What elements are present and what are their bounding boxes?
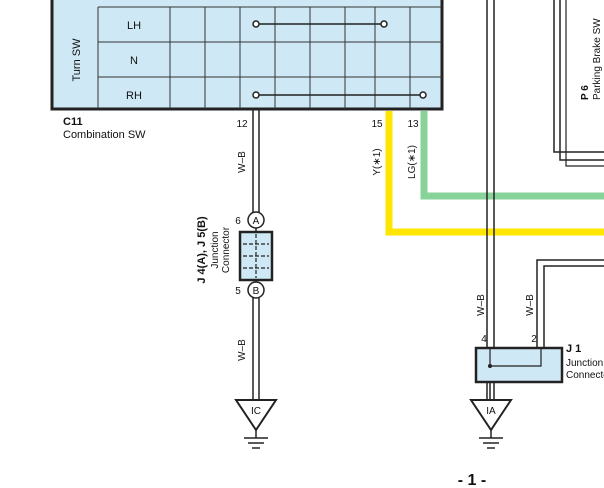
wire-wb-right — [486, 0, 495, 400]
yellow-wire — [385, 111, 604, 236]
terminal-a-label: A — [253, 216, 260, 227]
pin-12: 12 — [236, 119, 248, 130]
switch-body — [50, 0, 444, 111]
j1-pin-4: 4 — [481, 334, 487, 345]
switch-contacts — [252, 20, 427, 99]
j1-name-line2: Connector — [566, 370, 604, 381]
parking-brake-switch: P 6 Parking Brake SW — [553, 0, 604, 167]
wire-wb-j1 — [536, 259, 604, 348]
wire-label-wb-upper: W–B — [237, 151, 248, 173]
terminal-b-label: B — [253, 286, 260, 297]
page-number: - 1 - — [458, 472, 486, 488]
j1-name-line1: Junction — [566, 358, 603, 369]
junction-connector-j1: 4 2 J 1 Junction Connector — [474, 334, 604, 384]
wire-label-lg1: LG(∗1) — [407, 145, 418, 179]
turn-sw-label: Turn SW — [71, 38, 83, 82]
parking-brake-code: P 6 — [580, 85, 591, 100]
row-label-n: N — [130, 55, 138, 67]
combination-switch: Turn SW LH N RH C11 Combination SW 12 15… — [50, 0, 444, 141]
junction-connector-j4-j5: A B 6 5 J 4(A), J 5(B) Junction Connecto… — [196, 211, 274, 299]
wire-label-wb-ia: W–B — [476, 294, 487, 316]
ground-ic-label: IC — [251, 406, 261, 417]
ground-ic: IC — [234, 399, 278, 449]
j1-code: J 1 — [566, 343, 581, 355]
combination-switch-code: C11 — [63, 116, 83, 128]
junction-name-line1: Junction — [210, 231, 221, 268]
wire-label-y1: Y(∗1) — [372, 148, 383, 175]
junction-codes: J 4(A), J 5(B) — [196, 216, 208, 284]
row-label-rh: RH — [126, 90, 142, 102]
ground-ia: IA — [469, 382, 513, 449]
terminal-b — [247, 281, 265, 299]
ground-ia-label: IA — [486, 406, 496, 417]
junction-pin-6: 6 — [235, 216, 241, 227]
wire-wb-left — [252, 110, 260, 400]
wire-label-wb-j1: W–B — [525, 294, 536, 316]
j1-pin-2: 2 — [531, 334, 537, 345]
green-wire — [420, 111, 604, 200]
combination-switch-name: Combination SW — [63, 129, 146, 141]
pin-15: 15 — [371, 119, 383, 130]
pin-13: 13 — [407, 119, 419, 130]
junction-name-line2: Connector — [221, 226, 232, 273]
row-label-lh: LH — [127, 20, 141, 32]
wire-label-wb-lower: W–B — [237, 339, 248, 361]
junction-pin-5: 5 — [235, 286, 241, 297]
parking-brake-name: Parking Brake SW — [592, 18, 603, 100]
